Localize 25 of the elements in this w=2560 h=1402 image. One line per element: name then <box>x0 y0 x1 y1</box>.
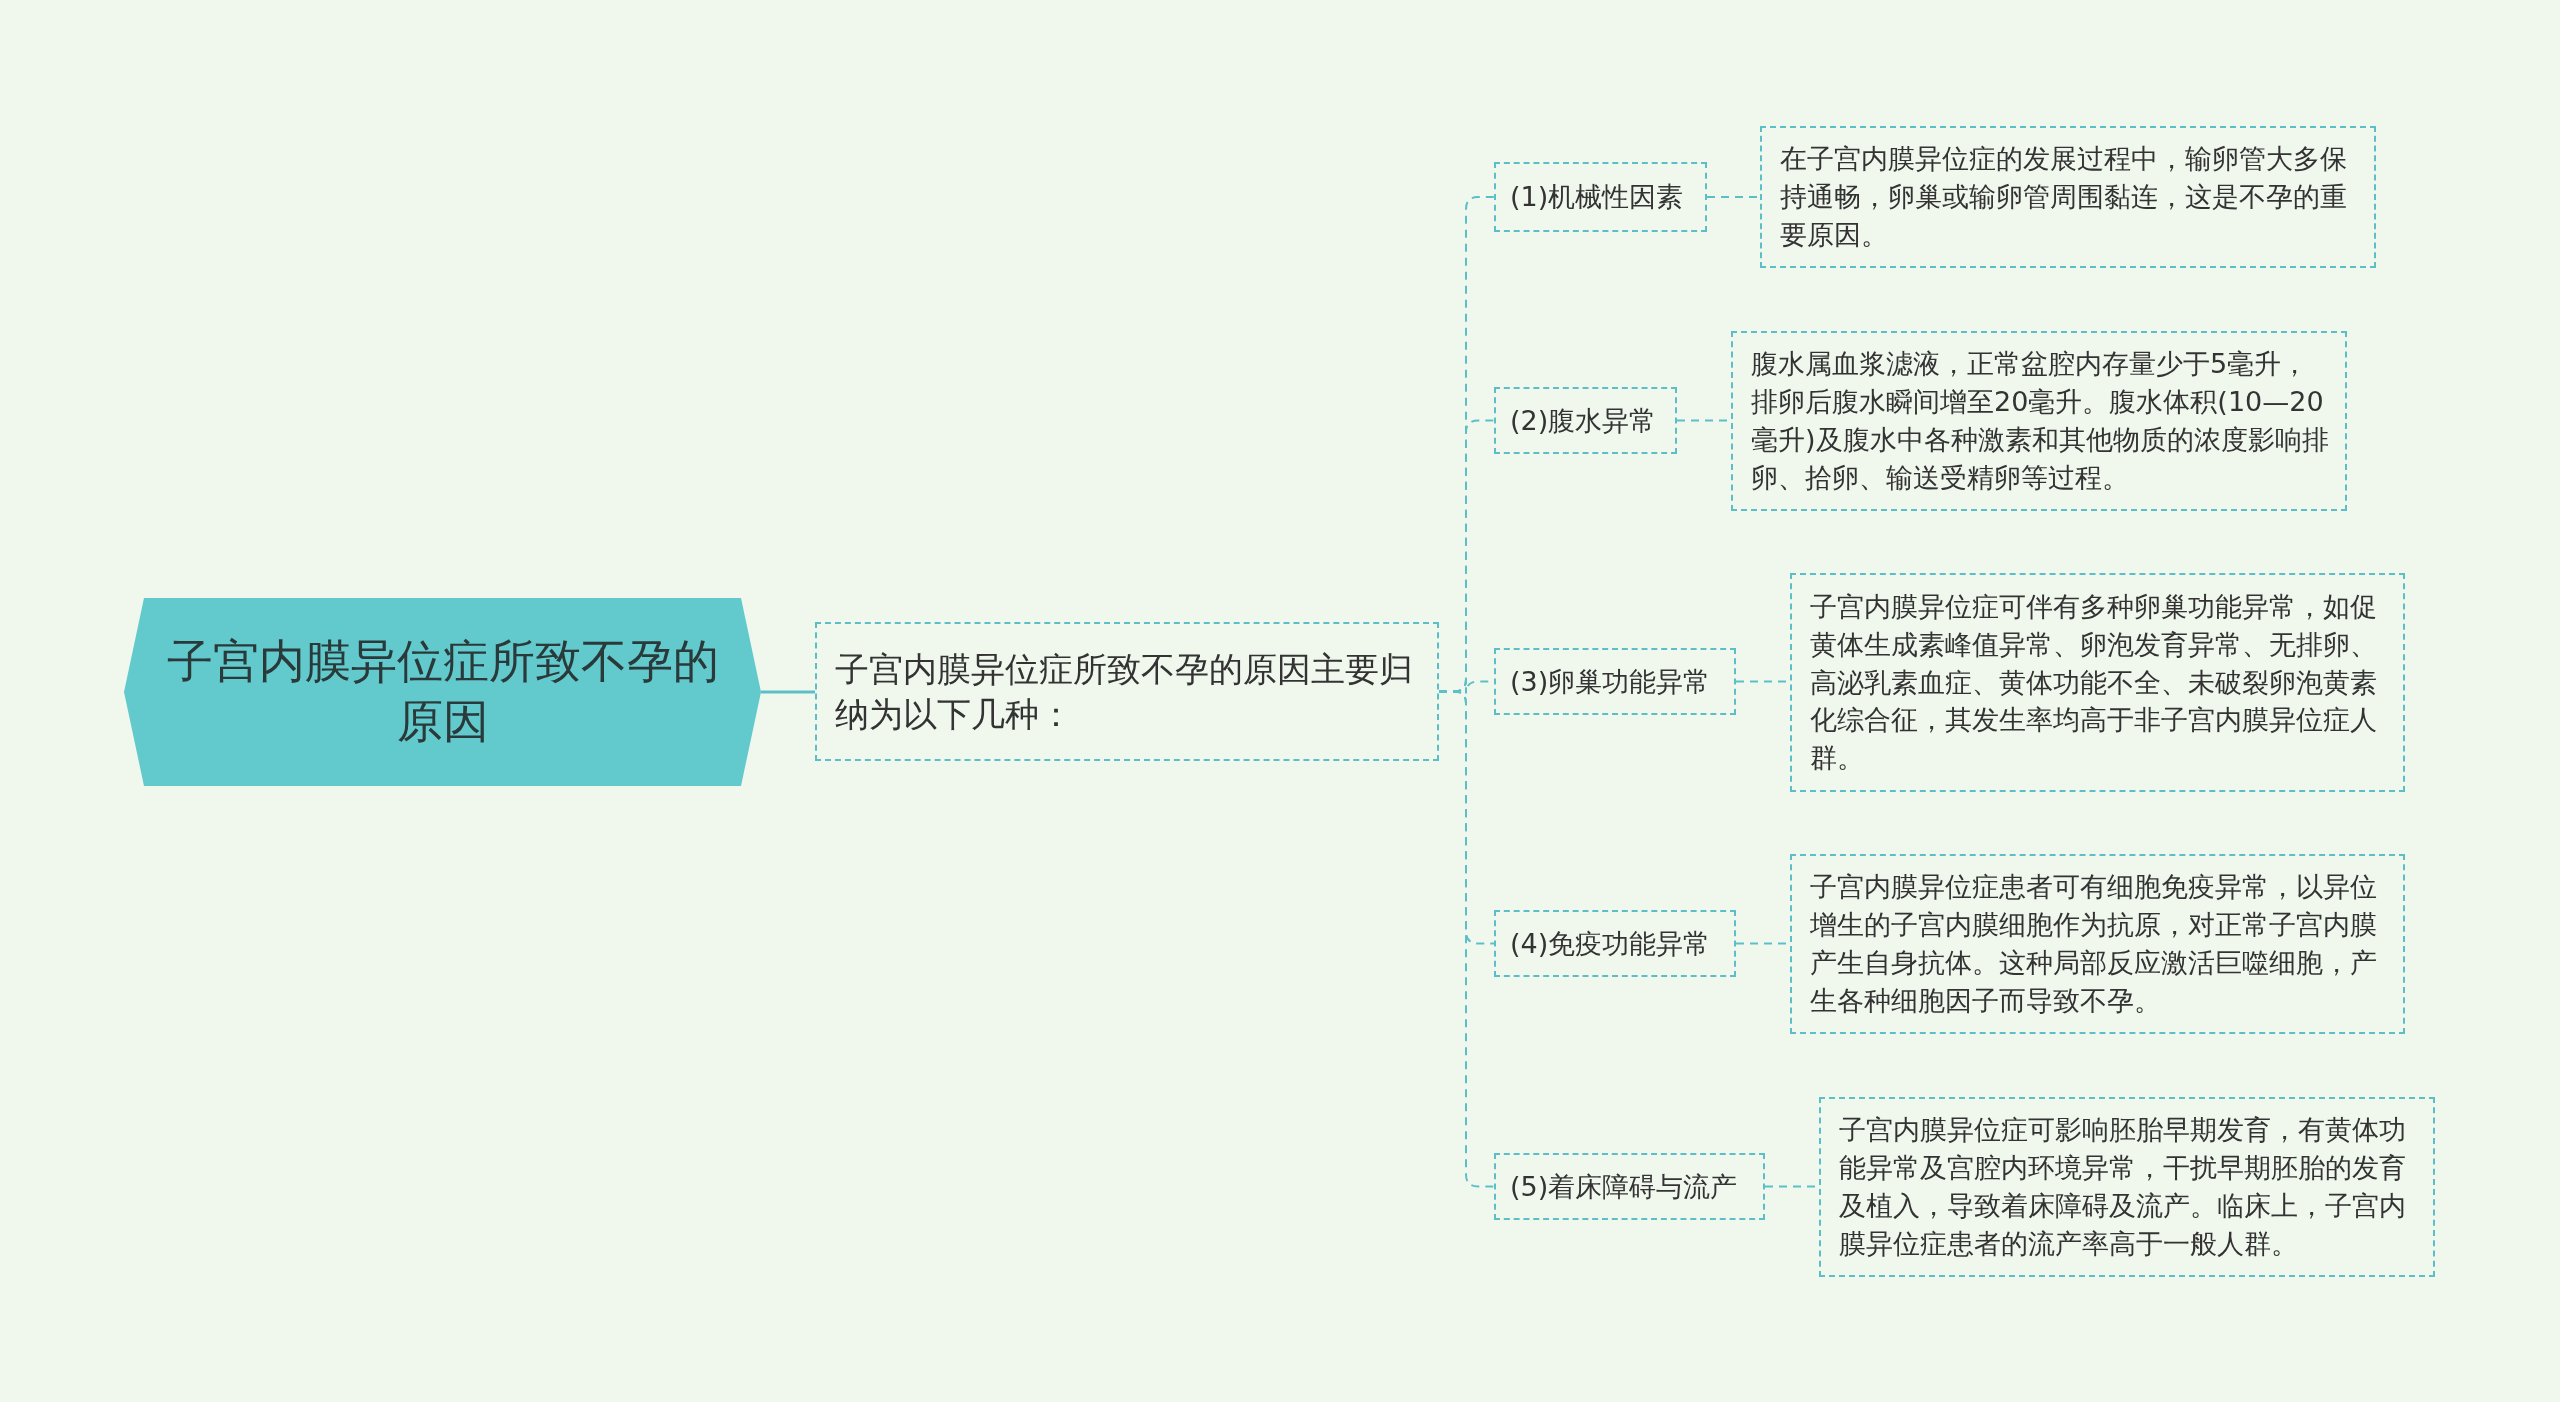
cause-label: (5)着床障碍与流产 <box>1510 1169 1738 1204</box>
description-text: 子宫内膜异位症可影响胚胎早期发育，有黄体功能异常及宫腔内环境异常，干扰早期胚胎的发育及植入，导致着床障碍及流产。临床上，子宫内膜异位症患者的流产率高于一般人群。 <box>1839 1113 2407 1261</box>
description-box <box>1760 126 2376 268</box>
cause-label: (1)机械性因素 <box>1510 180 1684 215</box>
description-box <box>1819 1097 2435 1277</box>
connector-line <box>761 690 815 694</box>
description-text: 子宫内膜异位症所致不孕的原因主要归纳为以下几种： <box>835 648 1414 736</box>
cause-label: (3)卵巢功能异常 <box>1510 664 1711 699</box>
description-text: 子宫内膜异位症可伴有多种卵巢功能异常，如促黄体生成素峰值异常、卵泡发育异常、无排卵、高泌乳素血症、黄体功能不全、未破裂卵泡黄素化综合征，其发生率均高于非子宫内膜异位症人群。 <box>1810 590 2378 776</box>
cause-box <box>1494 910 1736 977</box>
cause-label: (4)免疫功能异常 <box>1510 926 1711 961</box>
cause-box <box>1494 387 1677 454</box>
description-text: 子宫内膜异位症患者可有细胞免疫异常，以异位增生的子宫内膜细胞作为抗原，对正常子宫内膜产生自身抗体。这种局部反应激活巨噬细胞，产生各种细胞因子而导致不孕。 <box>1810 870 2378 1018</box>
description-text: 腹水属血浆滤液，正常盆腔内存量少于5毫升，排卵后腹水瞬间增至20毫升。腹水体积(10—20毫升)及腹水中各种激素和其他物质的浓度影响排卵、拾卵、输送受精卵等过程。 <box>1751 347 2330 495</box>
description-text: 在子宫内膜异位症的发展过程中，输卵管大多保持通畅，卵巢或输卵管周围黏连，这是不孕的重要原因。 <box>1780 142 2348 252</box>
description-box <box>1790 573 2405 792</box>
topic-hexagon <box>124 598 761 786</box>
cause-label: (2)腹水异常 <box>1510 403 1657 438</box>
summary-box <box>815 622 1439 761</box>
topic-title: 子宫内膜异位症所致不孕的原因 <box>165 633 720 750</box>
description-box <box>1731 331 2347 511</box>
cause-box <box>1494 648 1736 715</box>
cause-box <box>1494 1153 1765 1220</box>
cause-box <box>1494 162 1707 232</box>
description-box <box>1790 854 2405 1034</box>
